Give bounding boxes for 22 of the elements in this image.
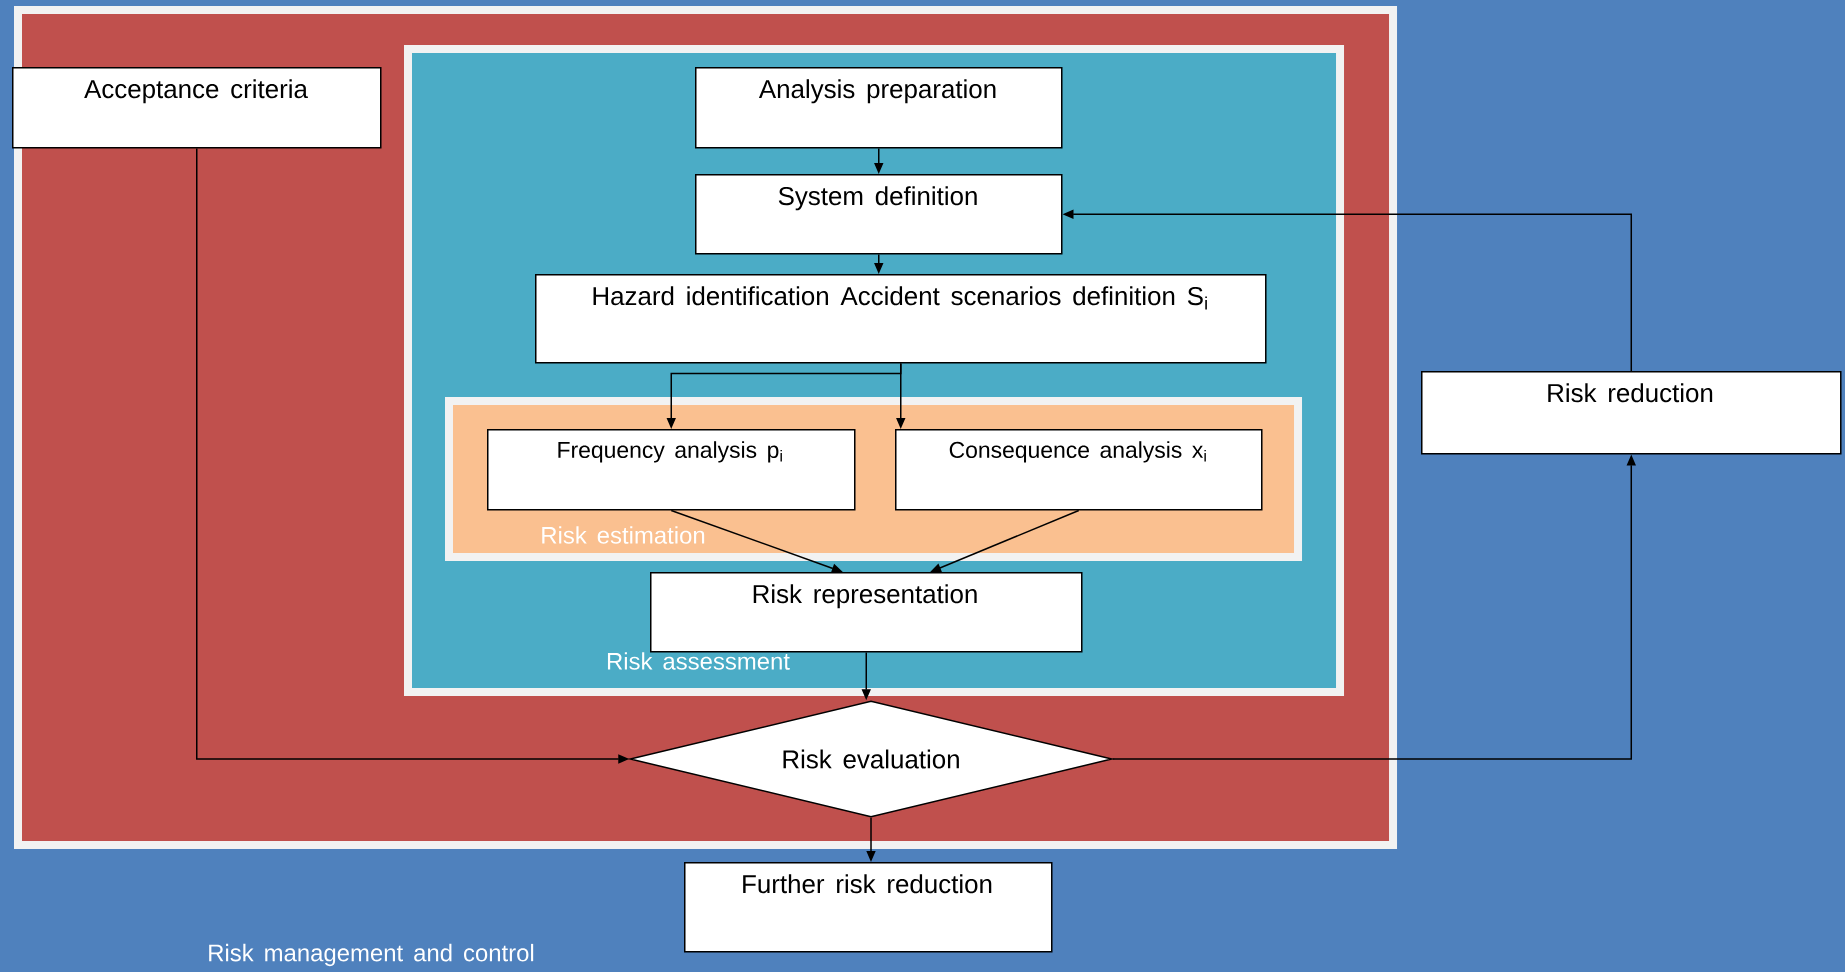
process-box bbox=[695, 67, 1063, 149]
box-text: Risk reduction bbox=[1548, 383, 1713, 403]
panel-label: Risk estimation bbox=[542, 526, 705, 544]
box-text: Hazard identification Accident scenarios definition S$_{i}$ bbox=[593, 286, 1207, 310]
box-text: Risk evaluation bbox=[783, 749, 959, 769]
process-box bbox=[684, 862, 1053, 953]
box-text: Frequency analysis p$_{i}$ bbox=[558, 441, 782, 463]
process-box bbox=[650, 572, 1083, 653]
process-box bbox=[12, 67, 382, 149]
process-box bbox=[695, 174, 1063, 255]
panel-label: Risk assessment bbox=[607, 652, 790, 670]
box-text: Acceptance criteria bbox=[84, 79, 308, 104]
box-text: Further risk reduction bbox=[743, 874, 992, 894]
process-box bbox=[535, 274, 1267, 364]
box-text: Risk representation bbox=[753, 584, 977, 609]
panel-label: Risk management and control bbox=[209, 943, 534, 967]
process-box bbox=[895, 429, 1263, 511]
box-text: Analysis preparation bbox=[758, 79, 996, 104]
box-text: Consequence analysis x$_{i}$ bbox=[949, 441, 1206, 463]
process-box bbox=[487, 429, 856, 511]
process-box bbox=[1421, 371, 1842, 455]
box-text: System definition bbox=[778, 186, 977, 211]
